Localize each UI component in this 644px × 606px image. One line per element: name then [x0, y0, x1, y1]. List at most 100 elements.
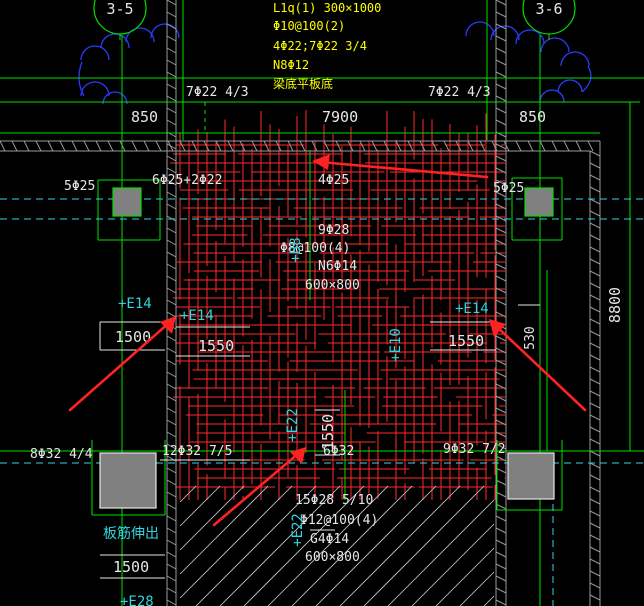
wall-tick: [495, 551, 507, 558]
hatch-line: [219, 485, 341, 606]
wall-tick: [395, 140, 402, 152]
wall-tick: [166, 0, 177, 6]
wall-tick: [589, 534, 601, 541]
wall-tick: [589, 162, 601, 169]
dim-8800[interactable]: 8800: [606, 287, 624, 323]
axis-label-right: 3-6: [535, 0, 562, 18]
label-e10[interactable]: +E10: [388, 328, 404, 362]
cloud-arc: [560, 51, 590, 67]
label-bot-n[interactable]: G4Φ14: [310, 532, 349, 547]
dim-1500-bottom[interactable]: 1500: [113, 558, 149, 576]
dim-850-right[interactable]: 850: [519, 108, 546, 126]
label-slab-rebar[interactable]: 板筋伸出: [103, 525, 159, 542]
wall-tick: [495, 455, 507, 462]
wall-tick: [166, 59, 177, 66]
beam-annotation-top[interactable]: L1q(1) 300×1000 Φ10@100(2) 4Φ22;7Φ22 3/4…: [273, 1, 381, 91]
cloud-arc: [539, 89, 565, 103]
dim-1550-vertical[interactable]: 1550: [319, 414, 337, 450]
wall-tick: [155, 140, 162, 152]
wall-tick: [166, 179, 177, 186]
dim-7900[interactable]: 7900: [322, 108, 358, 126]
arrow-top: [312, 154, 489, 179]
wall-tick: [263, 140, 270, 152]
cloud-arc: [102, 91, 128, 105]
hatch-line: [459, 571, 495, 606]
label-4phi25[interactable]: 4Φ25: [318, 173, 349, 188]
dim-1500-left[interactable]: 1500: [115, 328, 151, 346]
label-e14-left-a[interactable]: +E14: [118, 296, 152, 312]
label-e28[interactable]: +E28: [120, 594, 154, 606]
dim-1550-left[interactable]: 1550: [198, 337, 234, 355]
wall-tick: [443, 140, 450, 152]
wall-tick: [495, 191, 507, 198]
wall-tick: [166, 287, 177, 294]
wall-tick: [251, 140, 258, 152]
wall-tick: [311, 140, 318, 152]
wall-tick: [166, 575, 177, 582]
label-15phi28[interactable]: 15Φ28 5/10: [295, 493, 373, 508]
label-beam-stirrup[interactable]: Φ8@100(4): [280, 241, 350, 256]
label-col-right[interactable]: 5Φ25: [493, 181, 524, 196]
wall-tick: [166, 263, 177, 270]
dim-530[interactable]: 530: [523, 326, 538, 349]
label-6phi32[interactable]: 6Φ32: [323, 444, 354, 459]
label-e22[interactable]: +E22: [285, 408, 301, 442]
axis-bubble-left[interactable]: 3-5: [93, 0, 147, 40]
label-e22-bottom[interactable]: +E22: [290, 513, 306, 547]
top-rebar-left[interactable]: 7Φ22 4/3: [186, 85, 249, 100]
wall-tick: [503, 140, 510, 152]
label-top-mid[interactable]: 6Φ25+2Φ22: [152, 173, 222, 188]
wall-tick: [107, 140, 114, 152]
label-beam-n6[interactable]: N6Φ14: [318, 259, 357, 274]
label-9phi28[interactable]: 9Φ28: [318, 223, 349, 238]
cloud-arc: [150, 23, 180, 39]
wall-tick: [589, 438, 601, 445]
wall-tick: [419, 140, 426, 152]
label-e14-right[interactable]: +E14: [455, 301, 489, 317]
hatch-line: [411, 523, 495, 606]
wall-tick: [495, 539, 507, 546]
wall-tick: [166, 119, 177, 126]
wall-tick: [495, 95, 507, 102]
beam-note-line-1: L1q(1) 300×1000: [273, 1, 381, 15]
wall-tick: [495, 203, 507, 210]
wall-tick: [166, 551, 177, 558]
wall-tick: [166, 371, 177, 378]
wall-tick: [495, 347, 507, 354]
wall-tick: [166, 467, 177, 474]
label-b8[interactable]: +B8: [288, 237, 304, 262]
wall-tick: [166, 167, 177, 174]
top-rebar-right[interactable]: 7Φ22 4/3: [428, 85, 491, 100]
label-9phi32[interactable]: 9Φ32 7/2: [443, 442, 506, 457]
beam-note-line-4: N8Φ12: [273, 58, 309, 72]
dim-850-left[interactable]: 850: [131, 108, 158, 126]
wall-tick: [589, 210, 601, 217]
cloud-arc: [557, 79, 583, 93]
wall-tick: [166, 587, 177, 594]
label-bot-stirrup[interactable]: Φ12@100(4): [300, 513, 378, 528]
label-bot-size[interactable]: 600×800: [305, 550, 360, 565]
label-e14-left-b[interactable]: +E14: [180, 308, 214, 324]
hatch-line: [195, 485, 317, 606]
wall-tick: [495, 47, 507, 54]
wall-tick: [495, 155, 507, 162]
wall-tick: [166, 95, 177, 102]
label-beam-size[interactable]: 600×800: [305, 278, 360, 293]
axis-bubble-right[interactable]: 3-6: [522, 0, 576, 40]
wall-tick: [589, 390, 601, 397]
label-8phi32[interactable]: 8Φ32 4/4: [30, 447, 93, 462]
wall-hatch: [179, 485, 495, 606]
label-12phi32[interactable]: 12Φ32 7/5: [162, 444, 232, 459]
wall-tick: [131, 140, 138, 152]
wall-tick: [495, 311, 507, 318]
wall-tick: [166, 35, 177, 42]
wall-tick: [166, 335, 177, 342]
wall-tick: [495, 83, 507, 90]
hatch-line: [291, 485, 413, 606]
wall-tick: [589, 474, 601, 481]
beam-note-line-3: 4Φ22;7Φ22 3/4: [273, 39, 367, 53]
label-col-left[interactable]: 5Φ25: [64, 179, 95, 194]
dim-1550-right[interactable]: 1550: [448, 332, 484, 350]
